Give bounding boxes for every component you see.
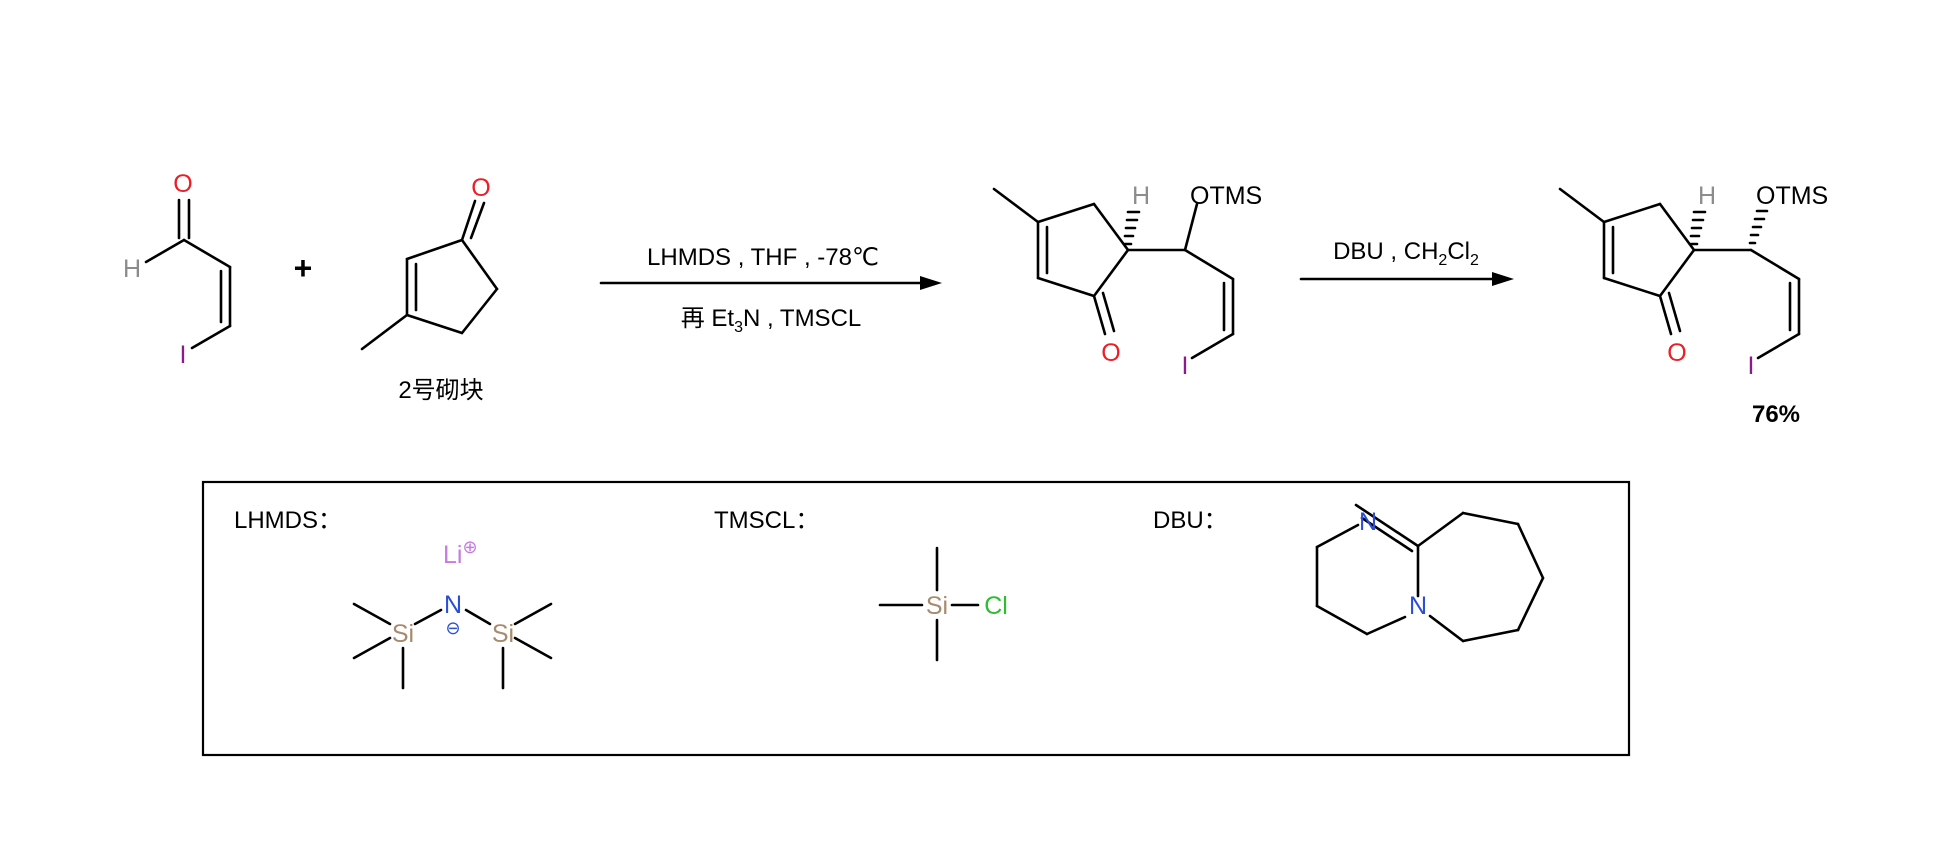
reagent-legend-box bbox=[201, 480, 1631, 757]
yield-label: 76% bbox=[1752, 401, 1800, 428]
chlorine-label: Cl bbox=[984, 592, 1008, 620]
step1-conditions-line2: 再 Et3N , TMSCL bbox=[681, 305, 862, 336]
nitrogen-label: N bbox=[1359, 508, 1377, 536]
hydrogen-label: H bbox=[1132, 182, 1150, 210]
reagent-methylcyclopentenone: O 2号砌块 bbox=[360, 174, 499, 404]
silicon-label: Si bbox=[392, 620, 414, 648]
intermediate-molecule: H OTMS O I bbox=[992, 182, 1262, 380]
iodine-label: I bbox=[180, 341, 187, 369]
reaction-arrow-2: DBU , CH2Cl2 bbox=[1299, 238, 1514, 286]
reaction-arrow-1: LHMDS , THF , -78℃ 再 Et3N , TMSCL bbox=[599, 244, 942, 336]
product-molecule: H OTMS O I 76% bbox=[1558, 182, 1828, 428]
legend-dbu: DBU： N N bbox=[1153, 503, 1545, 643]
stereo-hash-bond bbox=[1689, 210, 1707, 246]
oxygen-label: O bbox=[471, 174, 490, 202]
silicon-label: Si bbox=[492, 620, 514, 648]
dbu-label: DBU： bbox=[1153, 507, 1228, 534]
oxygen-label: O bbox=[1101, 339, 1120, 367]
iodine-label: I bbox=[1748, 352, 1755, 380]
stereo-hash-bond bbox=[1748, 209, 1769, 245]
stereo-hash-bond bbox=[1123, 210, 1141, 246]
oxygen-label: O bbox=[1667, 339, 1686, 367]
oxygen-label: O bbox=[173, 170, 192, 198]
silicon-label: Si bbox=[926, 592, 948, 620]
hydrogen-label: H bbox=[1698, 182, 1716, 210]
iodine-label: I bbox=[1182, 352, 1189, 380]
step2-conditions: DBU , CH2Cl2 bbox=[1333, 238, 1479, 269]
otms-label: OTMS bbox=[1190, 182, 1262, 210]
lithium-label: Li⊕ bbox=[443, 537, 478, 569]
legend-tmscl: TMSCL： Si Cl bbox=[714, 507, 1008, 662]
nitrogen-label: N bbox=[1409, 592, 1427, 620]
legend-lhmds: LHMDS： Li⊕ Si Si N ⊖ bbox=[234, 507, 553, 690]
tmscl-label: TMSCL： bbox=[714, 507, 819, 534]
nitrogen-label: N bbox=[444, 591, 462, 619]
plus-sign: + bbox=[294, 250, 313, 286]
step1-conditions-line1: LHMDS , THF , -78℃ bbox=[647, 244, 879, 271]
nitrogen-charge: ⊖ bbox=[445, 618, 460, 638]
lhmds-label: LHMDS： bbox=[234, 507, 342, 534]
reagent-iodoacrolein: O H I bbox=[123, 170, 232, 369]
building-block-caption: 2号砌块 bbox=[398, 377, 483, 404]
hydrogen-label: H bbox=[123, 255, 141, 283]
otms-label: OTMS bbox=[1756, 182, 1828, 210]
